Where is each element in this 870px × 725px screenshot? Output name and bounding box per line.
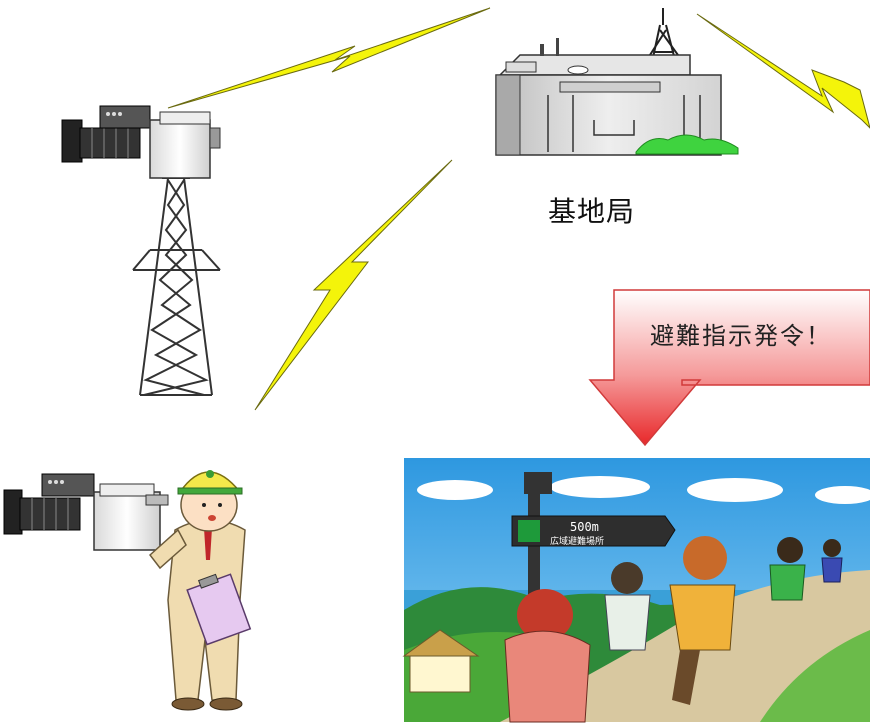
evacuee-child — [604, 562, 651, 651]
camera-tower-icon — [61, 105, 221, 396]
lightning-icon — [254, 159, 453, 411]
sign-place-text: 広域避難場所 — [550, 535, 604, 547]
lightning-icon — [696, 13, 870, 129]
sign-distance-text: 500m — [570, 520, 599, 534]
evacuee-runner — [769, 537, 806, 601]
evacuee-man — [669, 536, 736, 705]
down-arrow-icon — [588, 289, 870, 447]
lightning-icon — [167, 7, 491, 109]
base-station-icon — [495, 8, 739, 156]
evacuee-woman — [504, 589, 591, 723]
base-station-label: 基地局 — [548, 195, 636, 228]
evacuation-scene-image: 500m 広域避難場所 — [402, 458, 870, 723]
evacuee-runner-far — [821, 539, 843, 583]
worker-with-camera-icon — [3, 470, 252, 711]
evacuation-order-label: 避難指示発令！ — [650, 322, 832, 350]
